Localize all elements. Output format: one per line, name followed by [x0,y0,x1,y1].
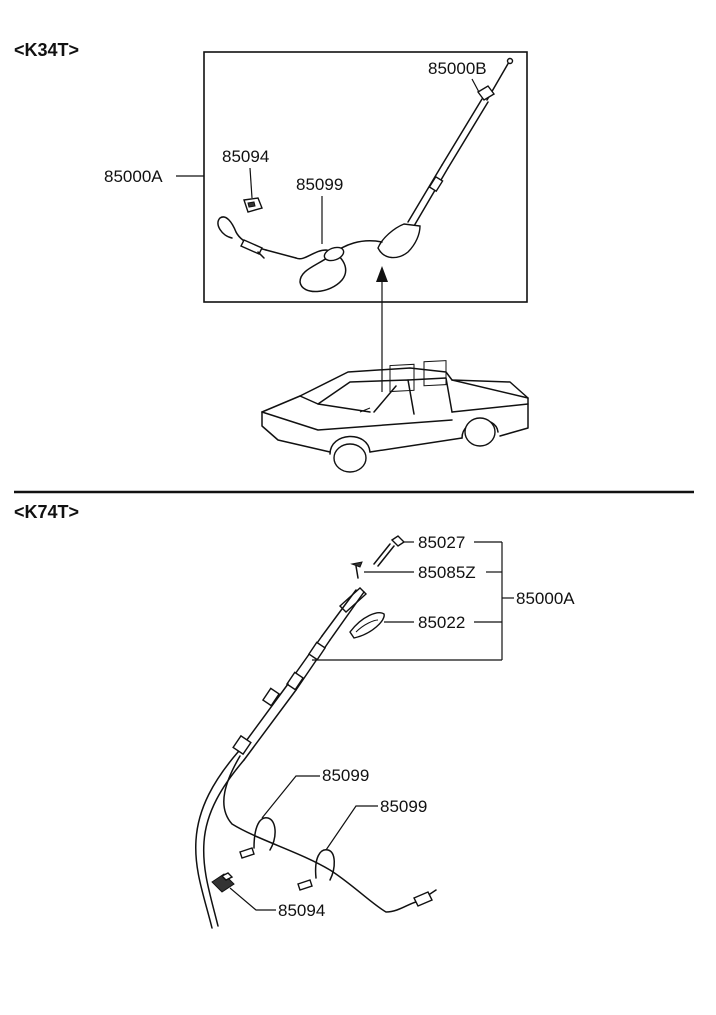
k34t-clamp [323,246,345,262]
k74t-antenna-body [232,587,368,761]
label-k74t-85094: 85094 [278,901,325,920]
k74t-antenna-cable [194,751,437,929]
label-k74t-85027: 85027 [418,533,465,552]
label-k74t-85099-b: 85099 [380,797,427,816]
pickup-truck-illustration [261,360,529,473]
k74t-clamp-b [297,849,335,891]
arrow-car-to-detail [376,266,388,392]
label-k34t-85000b: 85000B [428,59,487,78]
label-k74t-85099-a: 85099 [322,766,369,785]
section-title-k74t: <K74T> [14,502,79,522]
k34t-clip [243,197,263,213]
k74t-rod-tip [373,535,406,567]
leader-k74t-85094 [229,887,276,911]
section-title-k34t: <K34T> [14,40,79,60]
label-k74t-85000a: 85000A [516,589,575,608]
label-k34t-85000a: 85000A [104,167,163,186]
k74t-pad [349,612,385,639]
k74t-clamp-a [239,817,276,859]
leader-k34t-85094 [249,167,253,199]
label-k34t-85099: 85099 [296,175,343,194]
label-k34t-85094: 85094 [222,147,269,166]
label-k74t-85022: 85022 [418,613,465,632]
label-k74t-85085z: 85085Z [418,563,476,582]
k34t-antenna-cable [217,216,383,293]
k34t-antenna-mast [377,57,514,259]
k34t-detail-frame [203,51,528,303]
leader-k74t-85099-a [261,775,320,819]
k74t-screw [350,561,363,579]
k74t-clip [211,872,235,893]
leader-k74t-85099-b [325,805,378,851]
